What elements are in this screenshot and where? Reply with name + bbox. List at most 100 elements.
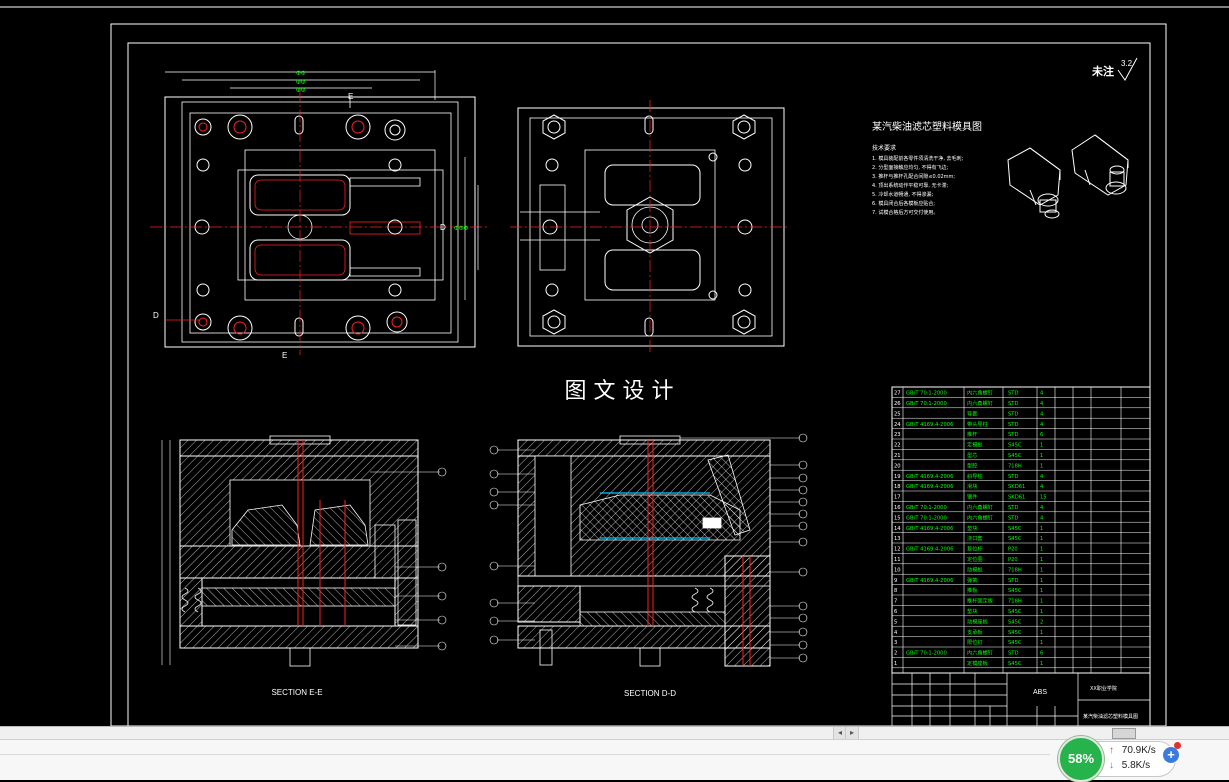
- tech-req-line: 4. 顶出系统动作平稳可靠, 无卡滞;: [872, 182, 949, 189]
- bom-cell-qty: 4: [1040, 515, 1044, 521]
- bom-cell-no: 19: [894, 474, 901, 480]
- isometric-part-view: [1007, 134, 1129, 219]
- bom-cell-name: 推杆固定板: [967, 597, 994, 605]
- bom-cell-mat: S45C: [1008, 536, 1022, 542]
- bom-cell-no: 11: [894, 557, 901, 563]
- bom-cell-name: 滑块: [967, 482, 978, 490]
- cad-canvas[interactable]: ΦΦ ΦΦ ΦΦ ΦΦΦ E E D D: [0, 0, 1229, 726]
- bom-cell-mat: S45C: [1008, 588, 1022, 594]
- plan-view-fixed-half: [510, 100, 790, 355]
- bom-cell-name: 型腔: [967, 461, 977, 469]
- bom-cell-mat: P20: [1008, 557, 1018, 563]
- bom-cell-no: 15: [894, 515, 901, 521]
- upload-row: ↑ 70.9K/s: [1109, 745, 1156, 756]
- plan-view-moving-half: ΦΦ ΦΦ ΦΦ ΦΦΦ: [150, 70, 490, 355]
- bom-cell-no: 6: [894, 609, 897, 615]
- cad-drawing[interactable]: ΦΦ ΦΦ ΦΦ ΦΦΦ E E D D: [0, 0, 1229, 726]
- bom-cell-mat: 718H: [1008, 567, 1022, 573]
- sheet-outer-border: [110, 23, 1167, 726]
- frame-title: 图 文 设 计: [565, 379, 674, 404]
- bom-cell-name: 内六角螺钉: [967, 513, 993, 521]
- bom-cell-name: 带头导柱: [967, 420, 988, 428]
- bom-cell-mat: STD: [1008, 411, 1018, 417]
- bom-cell-qty: 2: [1040, 619, 1043, 625]
- bom-cell-std: GB/T 70.1-2000: [906, 651, 947, 657]
- bom-cell-no: 23: [894, 432, 901, 438]
- bom-cell-no: 14: [894, 526, 901, 532]
- bom-cell-mat: STD: [1008, 505, 1018, 511]
- roughness-value: 3.2: [1121, 59, 1133, 68]
- scrollbar-thumb[interactable]: [1112, 728, 1136, 739]
- bom-cell-mat: S45C: [1008, 453, 1022, 459]
- bom-cell-no: 13: [894, 536, 901, 542]
- bom-cell-std: GB/T 4169.4-2006: [906, 484, 953, 490]
- bom-cell-qty: 1: [1040, 661, 1043, 667]
- bom-cell-no: 20: [894, 463, 901, 469]
- bom-cell-name: 斜导柱: [967, 472, 983, 480]
- bom-cell-no: 8: [894, 588, 897, 594]
- bom-cell-no: 1: [894, 661, 897, 667]
- scroll-right-arrow-icon[interactable]: ▸: [845, 727, 859, 739]
- bom-cell-qty: 4: [1040, 484, 1044, 490]
- title-block: [891, 672, 1151, 726]
- roughness-symbol: [1117, 57, 1138, 81]
- bom-cell-mat: P20: [1008, 547, 1018, 553]
- bom-cell-mat: S45C: [1008, 630, 1022, 636]
- bom-cell-name: 型芯: [967, 451, 977, 459]
- tech-req-line: 7. 试模合格后方可交付使用。: [872, 209, 938, 216]
- bom-cell-no: 27: [894, 391, 901, 397]
- bom-cell-no: 2: [894, 651, 897, 657]
- cpu-usage-indicator[interactable]: 58%: [1058, 736, 1104, 782]
- bom-cell-qty: 6: [1040, 651, 1043, 657]
- bom-cell-qty: 15: [1040, 495, 1047, 501]
- bom-cell-qty: 1: [1040, 453, 1043, 459]
- bom-cell-qty: 1: [1040, 526, 1043, 532]
- bom-cell-name: 浇口套: [967, 534, 983, 542]
- tech-req-line: 2. 分型面接触应均匀, 不得有飞边;: [872, 164, 949, 171]
- bom-cell-name: 定模座板: [967, 659, 989, 667]
- bom-cell-mat: STD: [1008, 422, 1018, 428]
- bom-cell-mat: S45C: [1008, 640, 1022, 646]
- bom-cell-name: 内六角螺钉: [967, 389, 993, 397]
- bom-cell-mat: STD: [1008, 578, 1018, 584]
- bom-cell-name: 内六角螺钉: [967, 399, 993, 407]
- bom-cell-mat: SKD61: [1008, 484, 1025, 490]
- bom-cell-qty: 4: [1040, 474, 1044, 480]
- cut-label-d-right: D: [440, 223, 446, 232]
- bom-cell-mat: STD: [1008, 651, 1018, 657]
- bom-cell-std: GB/T 70.1-2000: [906, 505, 947, 511]
- tech-req-line: 1. 模具装配前各零件须清洗干净, 去毛刺;: [872, 155, 964, 162]
- status-divider: [0, 754, 1050, 755]
- tech-req-title: 技术要求: [872, 144, 896, 152]
- bom-cell-qty: 1: [1040, 567, 1043, 573]
- bom-cell-qty: 4: [1040, 411, 1044, 417]
- download-row: ↓ 5.8K/s: [1109, 760, 1150, 771]
- bom-cell-name: 复位杆: [967, 545, 983, 553]
- bom-cell-name: 内六角螺钉: [967, 503, 993, 511]
- download-speed: 5.8K/s: [1121, 760, 1151, 771]
- bom-cell-name: 定模板: [967, 441, 983, 449]
- bom-cell-name: 限位钉: [967, 638, 983, 646]
- bom-cell-no: 12: [894, 547, 901, 553]
- assembly-title: 某汽柴油滤芯塑料模具图: [872, 120, 982, 133]
- bom-cell-qty: 6: [1040, 432, 1043, 438]
- bom-cell-std: GB/T 70.1-2000: [906, 401, 947, 407]
- bom-cell-name: 内六角螺钉: [967, 649, 993, 657]
- upload-speed: 70.9K/s: [1121, 745, 1156, 756]
- bom-cell-no: 21: [894, 453, 901, 459]
- network-monitor-widget[interactable]: ↑ 70.9K/s ↓ 5.8K/s 58% +: [1058, 736, 1182, 782]
- bom-cell-std: GB/T 4169.4-2006: [906, 547, 953, 553]
- tech-req-line: 3. 推杆与推杆孔配合间隙≤0.02mm;: [872, 173, 955, 180]
- svg-text:ΦΦ: ΦΦ: [296, 71, 306, 77]
- accelerate-plus-button[interactable]: +: [1162, 746, 1180, 764]
- bom-cell-qty: 1: [1040, 463, 1043, 469]
- svg-text:ΦΦΦ: ΦΦΦ: [454, 226, 469, 232]
- bom-cell-name: 推板: [967, 586, 978, 594]
- bom-cell-no: 26: [894, 401, 901, 407]
- bom-cell-no: 9: [894, 578, 897, 584]
- bom-cell-std: GB/T 4169.4-2006: [906, 578, 953, 584]
- horizontal-scrollbar[interactable]: ◂ ▸: [0, 726, 1229, 739]
- bom-cell-name: 推杆: [967, 430, 977, 438]
- bom-cell-mat: 718H: [1008, 463, 1022, 469]
